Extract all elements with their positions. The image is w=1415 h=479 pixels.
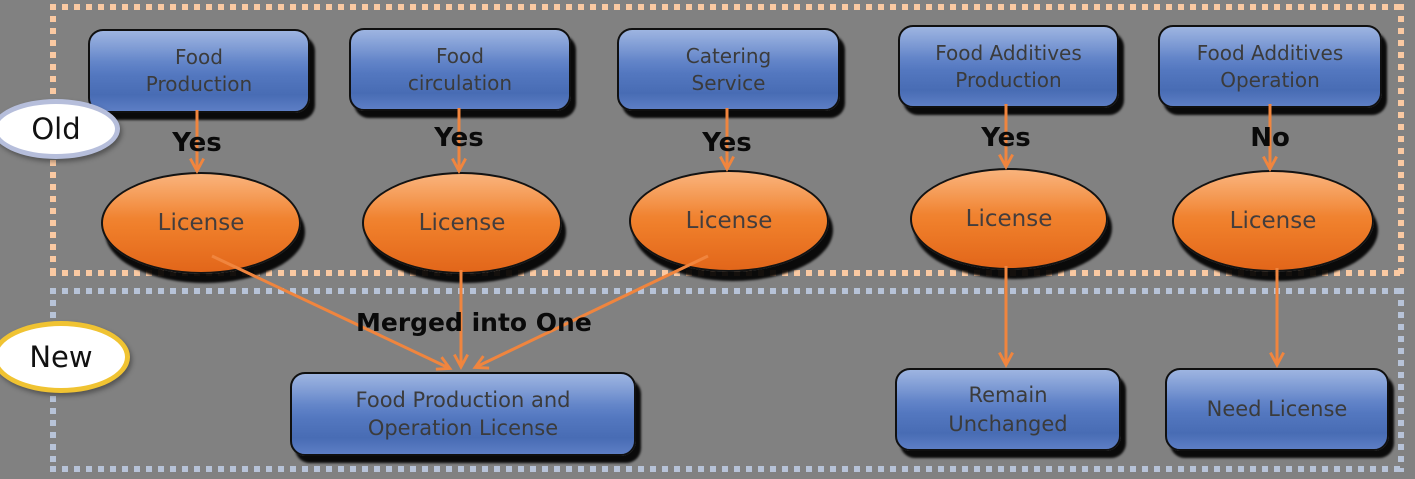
old-section-tag: Old xyxy=(0,99,120,159)
ellipse-license-5: License xyxy=(1172,170,1374,272)
node-need-license: Need License xyxy=(1165,368,1389,451)
ellipse-license-4: License xyxy=(910,168,1108,270)
node-food-production: Food Production xyxy=(88,29,310,113)
node-food-circulation: Food circulation xyxy=(349,28,571,111)
ellipse-license-3: License xyxy=(629,170,829,272)
new-section-border-bottom xyxy=(50,466,1403,472)
decision-label-1: Yes xyxy=(172,128,222,158)
new-section-border-right xyxy=(1398,288,1404,472)
old-section-border-right xyxy=(1398,4,1404,276)
ellipse-license-2: License xyxy=(362,172,562,274)
node-food-additives-production: Food Additives Production xyxy=(898,25,1119,108)
old-section-border-top xyxy=(50,4,1403,10)
decision-label-3: Yes xyxy=(702,128,752,158)
node-catering-service: Catering Service xyxy=(617,28,840,111)
node-remain-unchanged: Remain Unchanged xyxy=(895,368,1121,451)
node-merged-license: Food Production and Operation License xyxy=(290,372,636,456)
node-food-additives-operation: Food Additives Operation xyxy=(1158,25,1382,108)
new-section-tag: New xyxy=(0,321,130,393)
merge-caption: Merged into One xyxy=(356,308,592,337)
decision-label-5: No xyxy=(1250,123,1290,153)
decision-label-2: Yes xyxy=(434,123,484,153)
ellipse-license-1: License xyxy=(101,172,301,274)
old-section-label: Old xyxy=(31,112,81,146)
new-section-label: New xyxy=(29,340,93,374)
decision-label-4: Yes xyxy=(981,123,1031,153)
old-section-border-bottom xyxy=(50,270,1403,276)
new-section-border-top xyxy=(50,288,1403,294)
